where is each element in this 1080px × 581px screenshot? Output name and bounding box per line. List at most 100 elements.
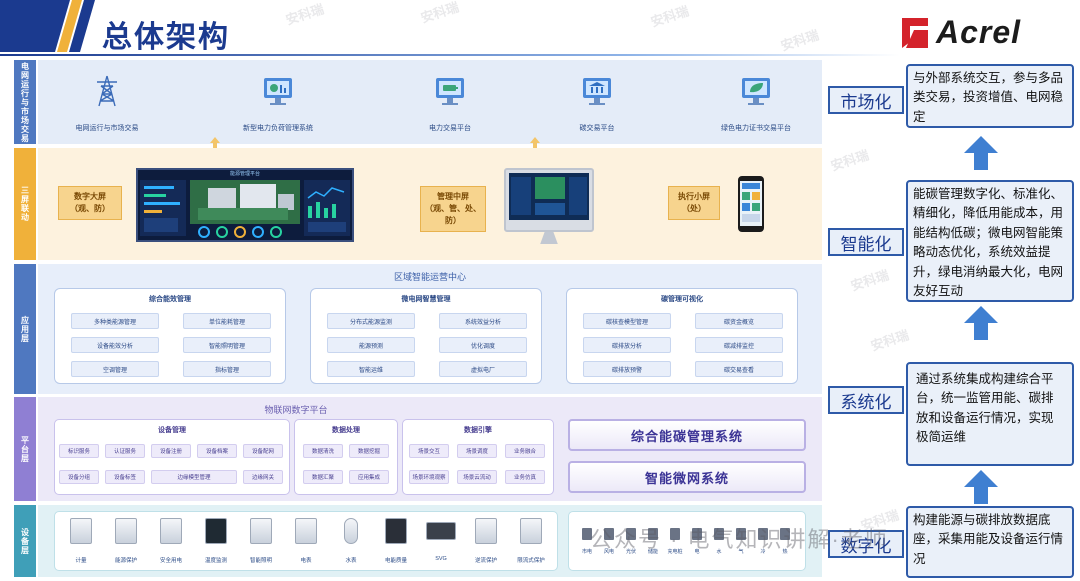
platform-module[interactable]: 设备档案 <box>197 444 237 458</box>
system-microgrid[interactable]: 智能微网系统 <box>568 461 806 493</box>
source-item[interactable]: 充电桩 <box>667 528 683 555</box>
device-item[interactable]: SVG <box>421 518 461 562</box>
platform-module[interactable]: 场景调度 <box>457 444 497 458</box>
solar-icon <box>626 528 636 540</box>
app-module[interactable]: 智能运维 <box>327 361 415 377</box>
platform-module[interactable]: 标识服务 <box>59 444 99 458</box>
device-management-panel: 设备管理 标识服务 认证服务 设备注册 设备档案 设备配网 设备分组 设备标签 … <box>54 419 290 495</box>
source-item[interactable]: 电 <box>689 528 705 555</box>
app-module[interactable]: 碳减排监控 <box>695 337 783 353</box>
grid-item[interactable]: 电网运行与市场交易 <box>42 74 172 133</box>
app-module[interactable]: 碳资金概览 <box>695 313 783 329</box>
app-module[interactable]: 指标管理 <box>183 361 271 377</box>
layer-devices: 设备层 计量 能源保护 安全用电 温度监测 智能照明 电表 水表 电能质量 SV… <box>14 505 822 577</box>
app-module[interactable]: 分布式能源监测 <box>327 313 415 329</box>
platform-module[interactable]: 场景云流动 <box>457 470 497 484</box>
device-item[interactable]: 安全用电 <box>151 518 191 564</box>
device-item[interactable]: 能源保护 <box>106 518 146 564</box>
platform-module[interactable]: 认证服务 <box>105 444 145 458</box>
app-module[interactable]: 设备能效分析 <box>71 337 159 353</box>
grid-item[interactable]: 新型电力负荷管理系统 <box>213 74 343 133</box>
svg-device-icon <box>426 522 456 540</box>
grid-item[interactable]: 电力交易平台 <box>385 74 515 133</box>
platform-module[interactable]: 设备分组 <box>59 470 99 484</box>
big-screen-tag[interactable]: 数字大屏 （观、防） <box>58 186 122 220</box>
grid-item[interactable]: 碳交易平台 <box>532 74 662 133</box>
source-label: 电 <box>694 549 700 555</box>
reverse-flow-protection-icon <box>475 518 497 544</box>
app-module[interactable]: 优化调度 <box>439 337 527 353</box>
platform-module[interactable]: 数据清洗 <box>303 444 343 458</box>
platform-module[interactable]: 边缘网关 <box>243 470 283 484</box>
app-panel-carbon: 碳管理可视化 碳核查模型管理 碳资金概览 碳排放分析 碳减排监控 碳排放预警 碳… <box>566 288 798 384</box>
brand-logo: Acrel <box>900 14 1060 52</box>
source-item[interactable]: 风电 <box>601 528 617 555</box>
platform-module[interactable]: 边缘模型管理 <box>151 470 237 484</box>
source-item[interactable]: 冷 <box>755 528 771 555</box>
app-module[interactable]: 碳核查模型管理 <box>583 313 671 329</box>
layer-grid-market: 电网运行与市场交易 电网运行与市场交易 新型电力负荷管理系统 <box>14 60 822 144</box>
platform-module[interactable]: 场景环境观察 <box>409 470 449 484</box>
source-item[interactable]: 储能 <box>645 528 661 555</box>
source-item[interactable]: 光伏 <box>623 528 639 555</box>
monitor-battery-icon <box>436 78 464 105</box>
grid-item[interactable]: 绿色电力证书交易平台 <box>691 74 821 133</box>
device-item[interactable]: 电能质量 <box>376 518 416 564</box>
source-item[interactable]: 水 <box>711 528 727 555</box>
platform-module[interactable]: 设备配网 <box>243 444 283 458</box>
app-module[interactable]: 单位能耗管理 <box>183 313 271 329</box>
app-module[interactable]: 虚拟电厂 <box>439 361 527 377</box>
panel-title: 数据处理 <box>332 427 360 434</box>
device-item[interactable]: 逆流保护 <box>466 518 506 564</box>
platform-module[interactable]: 设备标签 <box>105 470 145 484</box>
platform-module[interactable]: 数据挖掘 <box>349 444 389 458</box>
temperature-monitor-icon <box>205 518 227 544</box>
device-label: 能源保护 <box>114 558 137 564</box>
app-module[interactable]: 智能照明管理 <box>183 337 271 353</box>
data-engine-panel: 数据引擎 场景交互 场景调度 业务融合 场景环境观察 场景云流动 业务仿真 <box>402 419 554 495</box>
watermark: 安科瑞 <box>868 327 911 354</box>
big-screen-sub: （观、防） <box>70 204 110 213</box>
device-item[interactable]: 限流式保护 <box>511 518 551 564</box>
grid-item-label: 电力交易平台 <box>429 125 471 132</box>
app-module[interactable]: 碳排放预警 <box>583 361 671 377</box>
system-energy-carbon[interactable]: 综合能碳管理系统 <box>568 419 806 451</box>
device-item[interactable]: 电表 <box>286 518 326 564</box>
platform-module[interactable]: 数据汇聚 <box>303 470 343 484</box>
device-item[interactable]: 计量 <box>61 518 101 564</box>
platform-module[interactable]: 场景交互 <box>409 444 449 458</box>
app-module[interactable]: 碳排放分析 <box>583 337 671 353</box>
platform-module[interactable]: 业务融合 <box>505 444 545 458</box>
mid-screen-name: 管理中屏 <box>437 192 469 201</box>
device-label: 电表 <box>300 558 312 564</box>
current-limit-protection-icon <box>520 518 542 544</box>
panel-title: 综合能效管理 <box>149 296 191 303</box>
electricity-icon <box>692 528 702 540</box>
big-screen-name: 数字大屏 <box>74 192 106 201</box>
platform-module[interactable]: 应用集成 <box>349 470 389 484</box>
source-item[interactable]: 热 <box>777 528 793 555</box>
stage-desc-intelligence: 能碳管理数字化、标准化、精细化，降低用能成本，用能结构低碳；微电网智能策略动态优… <box>906 180 1074 302</box>
source-item[interactable]: 气 <box>733 528 749 555</box>
device-item[interactable]: 温度监测 <box>196 518 236 564</box>
stage-tag-intelligence: 智能化 <box>828 228 904 256</box>
platform-module[interactable]: 设备注册 <box>151 444 191 458</box>
source-label: 市电 <box>581 549 592 555</box>
monitor-dashboard-graphic <box>511 177 587 215</box>
device-item[interactable]: 水表 <box>331 518 371 564</box>
page-title: 总体架构 <box>102 21 230 54</box>
platform-module[interactable]: 业务仿真 <box>505 470 545 484</box>
app-module[interactable]: 多种类能源管理 <box>71 313 159 329</box>
watermark: 安科瑞 <box>283 1 326 28</box>
layer-label: 三屏联动 <box>14 148 36 260</box>
source-label: 光伏 <box>625 549 636 555</box>
device-item[interactable]: 智能照明 <box>241 518 281 564</box>
source-item[interactable]: 市电 <box>579 528 595 555</box>
watermark: 安科瑞 <box>848 267 891 294</box>
small-screen-tag[interactable]: 执行小屏 （处） <box>668 186 720 220</box>
app-module[interactable]: 系统效益分析 <box>439 313 527 329</box>
mid-screen-tag[interactable]: 管理中屏 （观、管、处、防） <box>420 186 486 232</box>
app-module[interactable]: 能源预测 <box>327 337 415 353</box>
app-module[interactable]: 碳交易查看 <box>695 361 783 377</box>
app-module[interactable]: 空调管理 <box>71 361 159 377</box>
